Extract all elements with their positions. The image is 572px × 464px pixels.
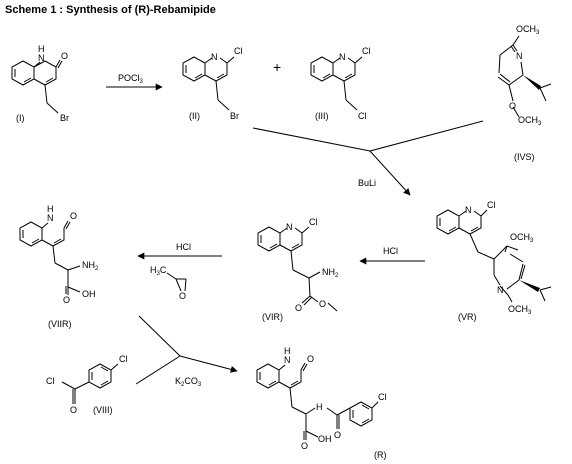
- compound-label-viir: (VIIR): [48, 319, 72, 329]
- carbonyl-o-atom: O: [70, 211, 77, 221]
- compound-ivs-structure: [497, 35, 552, 118]
- reagent-hcl-2: HCl: [176, 242, 191, 252]
- cl-atom: Cl: [234, 46, 243, 56]
- arrow-buli: [369, 150, 411, 196]
- nh2-group: NH2: [82, 260, 99, 272]
- n-atom: N: [38, 53, 45, 63]
- n-atom: N: [465, 205, 472, 215]
- epoxide-o-atom: O: [179, 291, 186, 301]
- nh2-group: NH2: [322, 267, 339, 279]
- n-atom: N: [497, 285, 504, 295]
- compound-vir-structure: [257, 226, 338, 312]
- nh-atom: H: [316, 402, 323, 412]
- h3c-group: H3C: [150, 265, 167, 277]
- oh-group: OH: [318, 434, 332, 444]
- n-atom: N: [211, 52, 218, 62]
- reagent-buli: BuLi: [358, 178, 376, 188]
- n-atom: N: [284, 355, 291, 365]
- o-atom: O: [70, 405, 77, 415]
- arrow-k2co3: [179, 355, 238, 373]
- amide-o-atom: O: [334, 430, 341, 440]
- compound-label-viii: (VIII): [93, 405, 113, 415]
- cl-atom: Cl: [487, 200, 496, 210]
- br-atom: Br: [230, 111, 239, 121]
- compound-label-ii: (II): [189, 111, 200, 121]
- cl-atom: Cl: [378, 392, 387, 402]
- n-atom: N: [286, 222, 293, 232]
- br-atom: Br: [60, 113, 69, 123]
- n-atom: N: [339, 52, 346, 62]
- oh-group: OH: [82, 289, 96, 299]
- plus-sign: +: [273, 59, 281, 75]
- compound-vr-structure: [436, 209, 552, 303]
- converge-line-right: [369, 120, 484, 152]
- och3-group: OCH3: [510, 232, 534, 244]
- n-atom: N: [47, 213, 54, 223]
- cl-atom: Cl: [309, 217, 318, 227]
- reagent-k2co3: K2CO3: [175, 376, 202, 388]
- converge-line-bottom: [135, 355, 181, 385]
- carbonyl-o-atom: O: [307, 354, 314, 364]
- compound-viir-structure: [19, 220, 81, 295]
- compound-label-iii: (III): [315, 111, 329, 121]
- compound-label-i: (I): [16, 113, 25, 123]
- n-atom: N: [516, 51, 523, 61]
- compound-label-vir: (VIR): [262, 312, 283, 322]
- compound-i-structure: [11, 59, 63, 114]
- o-atom: O: [295, 303, 302, 313]
- converge-line-left: [252, 127, 371, 152]
- compound-r-structure: [256, 362, 379, 440]
- cl-atom: Cl: [358, 111, 367, 121]
- o-atom: O: [509, 101, 516, 111]
- o-atom: O: [301, 441, 308, 451]
- cl-atom: Cl: [362, 46, 371, 56]
- o-atom: O: [319, 299, 326, 309]
- nh-atom: H: [47, 204, 54, 214]
- scheme-title: Scheme 1 : Synthesis of (R)-Rebamipide: [5, 4, 216, 16]
- cl-atom: Cl: [119, 354, 128, 364]
- compound-iii-structure: [310, 56, 363, 111]
- och3-group: OCH3: [516, 24, 540, 36]
- o-atom: O: [63, 295, 70, 305]
- compound-label-vr: (VR): [458, 312, 477, 322]
- acyl-cl-atom: Cl: [46, 376, 55, 386]
- reagent-hcl-1: HCl: [383, 246, 398, 256]
- compound-label-ivs: (IVS): [514, 152, 535, 162]
- nh-atom: H: [284, 346, 291, 356]
- converge-line-top: [138, 315, 181, 357]
- compound-label-r: (R): [374, 450, 387, 460]
- compound-ii-structure: [182, 56, 235, 111]
- reagent-pocl3: POCl3: [118, 73, 144, 85]
- och3-group: OCH3: [518, 115, 542, 127]
- compound-viii-structure: [61, 363, 119, 404]
- carbonyl-o-atom: O: [61, 51, 68, 61]
- propylene-oxide-structure: [166, 272, 187, 292]
- nh-atom: H: [38, 44, 45, 54]
- och3-group: OCH3: [508, 304, 532, 316]
